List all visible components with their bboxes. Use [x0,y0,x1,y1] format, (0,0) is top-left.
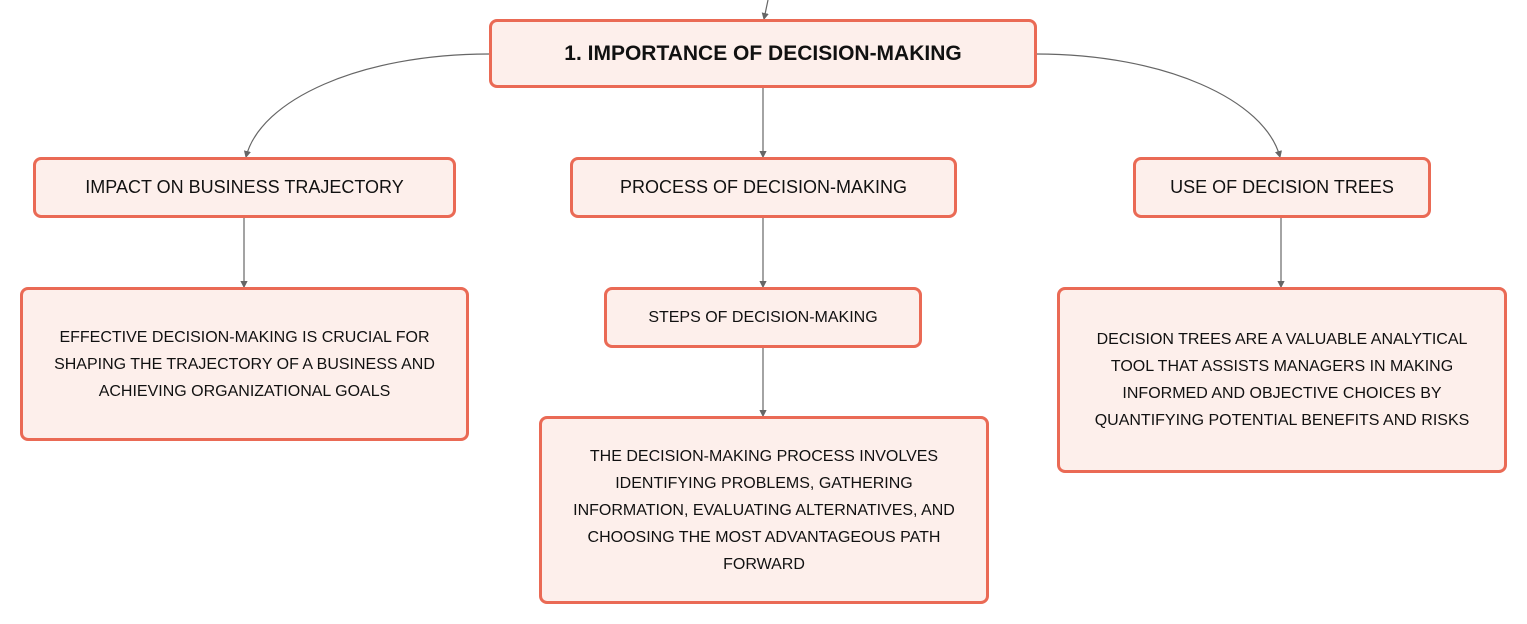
root-node[interactable]: 1. IMPORTANCE OF DECISION-MAKING [489,19,1037,88]
detail-text: THE DECISION-MAKING PROCESS INVOLVES IDE… [573,447,955,573]
root-label: 1. IMPORTANCE OF DECISION-MAKING [564,41,962,65]
topic-label: IMPACT ON BUSINESS TRAJECTORY [85,177,404,197]
topic-label: PROCESS OF DECISION-MAKING [619,177,908,197]
subtopic-label: STEPS OF DECISION-MAKING [648,308,878,326]
detail-process[interactable]: THE DECISION-MAKING PROCESS INVOLVES IDE… [539,416,989,604]
detail-text: DECISION TREES ARE A VALUABLE ANALYTICAL… [1094,331,1470,429]
topic-impact[interactable]: IMPACT ON BUSINESS TRAJECTORY [33,157,456,218]
connector-incoming [761,0,769,21]
detail-impact[interactable]: EFFECTIVE DECISION-MAKING IS CRUCIAL FOR… [20,287,469,441]
topic-decision-trees[interactable]: USE OF DECISION TREES [1133,157,1431,218]
topic-label: USE OF DECISION TREES [1170,177,1394,197]
connector-root-trees [1035,53,1282,159]
detail-decision-trees[interactable]: DECISION TREES ARE A VALUABLE ANALYTICAL… [1057,287,1507,473]
subtopic-steps[interactable]: STEPS OF DECISION-MAKING [604,287,922,348]
connector-root-impact [243,53,490,159]
topic-process[interactable]: PROCESS OF DECISION-MAKING [570,157,957,218]
detail-text: EFFECTIVE DECISION-MAKING IS CRUCIAL FOR… [54,328,435,400]
